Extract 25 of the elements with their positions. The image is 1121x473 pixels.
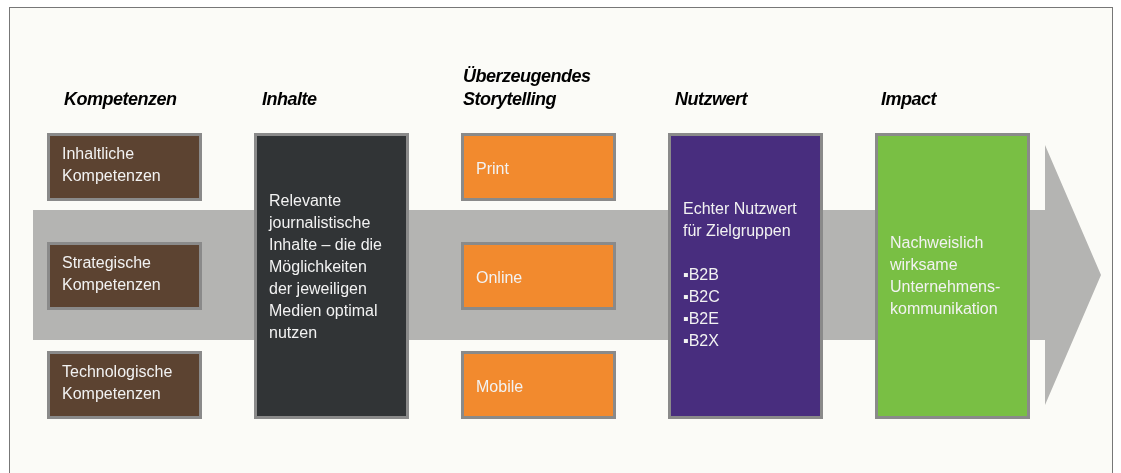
column-heading: Nutzwert: [675, 88, 749, 111]
category-box: [47, 133, 202, 201]
impact-box: [875, 133, 1030, 419]
column-heading: Impact: [881, 88, 938, 111]
box-text: Inhaltliche Kompetenzen: [62, 144, 162, 186]
box-text: Strategische Kompetenzen: [62, 253, 162, 295]
list-item: ▪B2E: [683, 309, 720, 329]
category-box: [47, 351, 202, 419]
list-item: ▪B2X: [683, 331, 720, 351]
list-item: ▪B2B: [683, 265, 720, 285]
box-text: Relevante journalistische Inhalte – die die Möglichkeiten der jeweiligen Medien optimal nutzen: [269, 191, 383, 343]
box-text: Online: [476, 268, 524, 288]
content-box: [254, 133, 409, 419]
box-text: Print: [476, 159, 510, 179]
column-heading: Überzeugendes Storytelling: [463, 65, 592, 111]
box-text: Echter Nutzwert für Zielgruppen: [683, 199, 798, 241]
list-item: ▪B2C: [683, 287, 721, 307]
channel-box: [461, 351, 616, 419]
column-heading: Inhalte: [262, 88, 318, 111]
benefit-box: [668, 133, 823, 419]
column-heading: Kompetenzen: [64, 88, 178, 111]
channel-box: [461, 133, 616, 201]
box-text: Technologische Kompetenzen: [62, 362, 174, 404]
box-text: Nachweislich wirksame Unternehmens- kommunikation: [890, 233, 1002, 319]
box-text: Mobile: [476, 377, 525, 397]
